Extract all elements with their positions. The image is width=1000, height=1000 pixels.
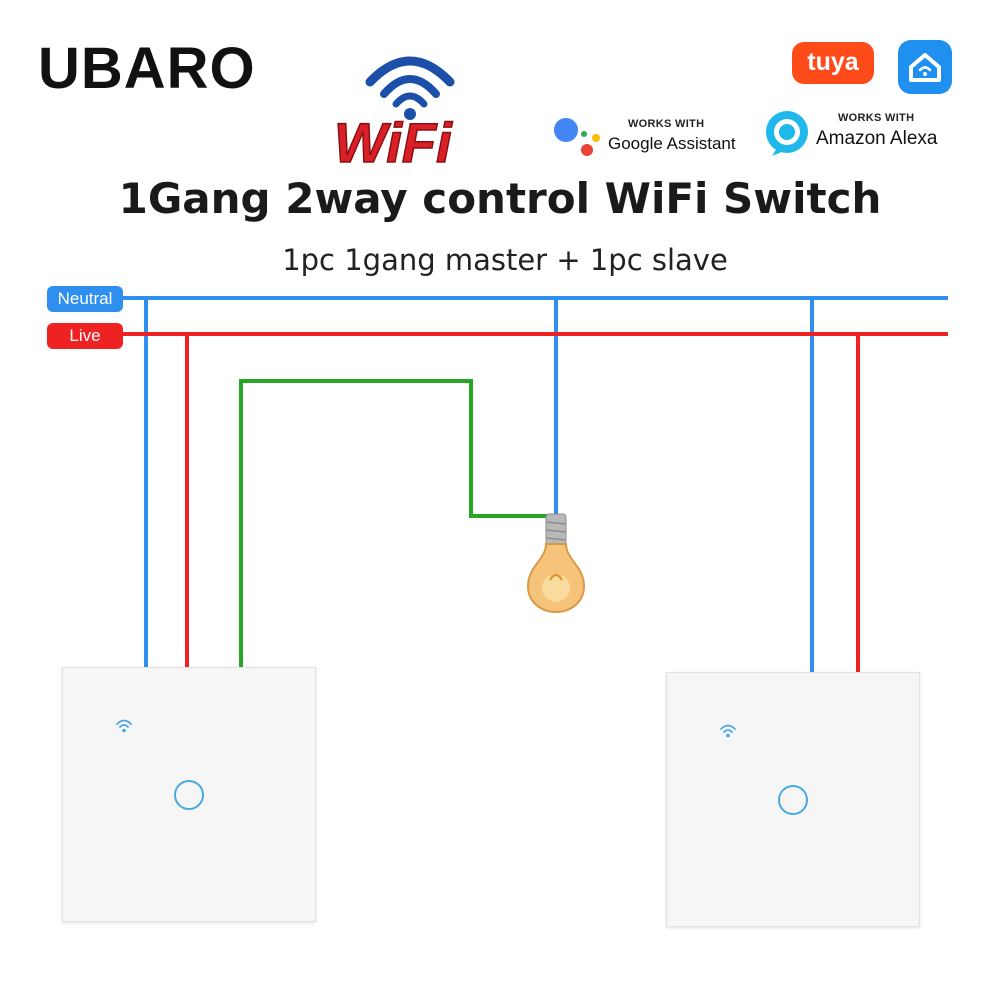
master-touch-button[interactable] [174,780,204,810]
master-switch [62,667,316,922]
wifi-arc-middle [380,75,440,98]
google-works-with: WORKS WITH [628,118,705,130]
page-title: 1Gang 2way control WiFi Switch [118,174,882,223]
alexa-works-with: WORKS WITH [838,112,915,124]
wifi-indicator-icon [116,719,132,733]
slave-switch [666,672,920,927]
alexa-icon [766,111,808,156]
page-subtitle: 1pc 1gang master + 1pc slave [282,243,728,277]
light-bulb-icon [526,513,586,614]
tuya-badge: tuya [792,42,874,84]
home-icon [898,40,952,94]
switched-wire [239,379,548,668]
wifi-dot [404,108,416,120]
alexa-label: Amazon Alexa [816,128,938,149]
home-glyph [909,53,941,82]
google-assistant-icon [554,118,600,156]
neutral-label: Neutral [47,286,123,312]
wifi-logo-text: WiFi [334,111,453,168]
live-label: Live [47,323,123,349]
wifi-logo: WiFi [333,56,455,168]
google-assistant-label: Google Assistant [608,134,736,153]
wifi-arc-outer [365,56,455,87]
slave-touch-button[interactable] [778,785,808,815]
wifi-arc-inner [392,92,428,108]
brand-name: UBARO [38,36,256,101]
wifi-indicator-icon [720,724,736,738]
